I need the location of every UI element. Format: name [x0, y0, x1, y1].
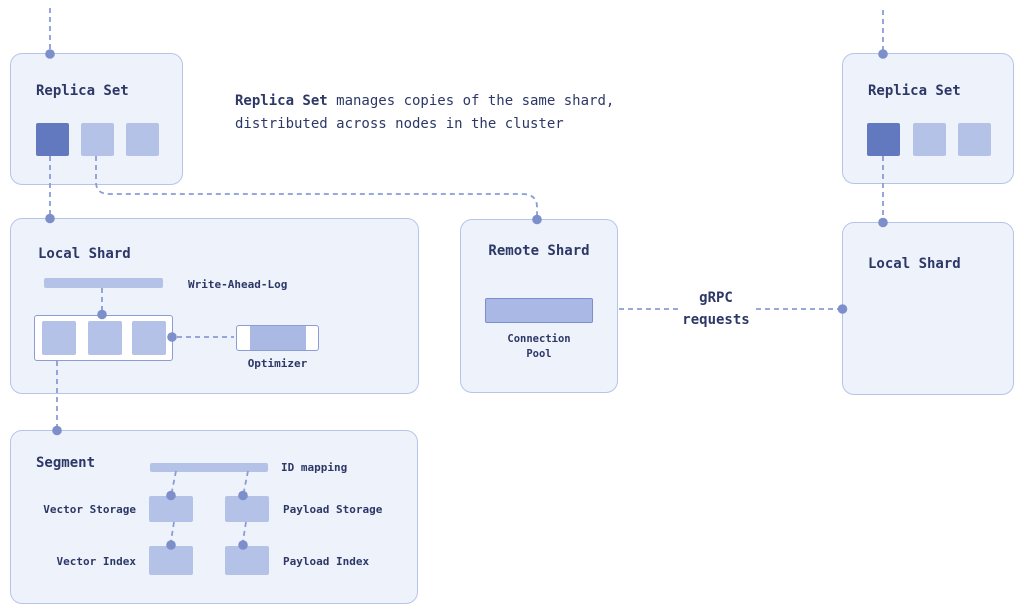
vector-index-box — [149, 546, 193, 575]
connection-pool-label: Connection Pool — [461, 332, 617, 362]
grpc-requests-label: gRPC requests — [646, 287, 786, 331]
vector-index-label: Vector Index — [56, 555, 136, 568]
connection-pool-bar — [485, 298, 593, 323]
id-mapping-label: ID mapping — [281, 461, 348, 474]
remote-shard-panel: Remote Shard Connection Pool — [460, 219, 618, 393]
replica-copy-square — [913, 123, 946, 156]
segment-square — [88, 321, 122, 355]
replica-set-right-title: Replica Set — [868, 83, 961, 99]
annotation-line-1: Replica Set manages copies of the same s… — [235, 90, 614, 113]
replica-copy-square — [126, 123, 159, 156]
remote-shard-title: Remote Shard — [488, 243, 590, 259]
vector-storage-label: Vector Storage — [43, 503, 136, 516]
replica-set-right-panel: Replica Set — [842, 53, 1014, 184]
wal-label: Write-Ahead-Log — [188, 278, 288, 291]
replica-set-annotation: Replica Set manages copies of the same s… — [235, 90, 614, 135]
replica-primary-square — [36, 123, 69, 156]
payload-index-box — [225, 546, 269, 575]
segment-panel: Segment ID mapping Vector Storage Payloa… — [10, 430, 418, 604]
payload-storage-label: Payload Storage — [283, 503, 383, 516]
local-shard-right-title: Local Shard — [868, 256, 961, 272]
segment-square — [132, 321, 166, 355]
id-mapping-bar — [150, 463, 268, 472]
replica-primary-square — [867, 123, 900, 156]
local-shard-right-panel: Local Shard — [842, 222, 1014, 395]
segment-square — [42, 321, 76, 355]
local-shard-left-panel: Local Shard Write-Ahead-Log Optimizer — [10, 218, 419, 394]
optimizer-label: Optimizer — [247, 357, 308, 370]
local-shard-left-title: Local Shard — [38, 246, 131, 262]
replica-set-left-panel: Replica Set — [10, 53, 183, 185]
annotation-bold: Replica Set — [235, 93, 328, 109]
vector-storage-box — [149, 496, 193, 522]
annotation-line-2: distributed across nodes in the cluster — [235, 115, 564, 132]
connection-pool-label-line2: Pool — [526, 348, 552, 360]
wal-bar — [44, 278, 163, 288]
replica-copy-square — [958, 123, 991, 156]
segment-title: Segment — [36, 455, 96, 471]
grpc-label-line2: requests — [682, 312, 750, 328]
optimizer-band — [250, 326, 306, 350]
replica-copy-square — [81, 123, 114, 156]
grpc-label-line1: gRPC — [699, 290, 733, 306]
payload-index-label: Payload Index — [283, 555, 370, 568]
annotation-rest: manages copies of the same shard, — [327, 93, 615, 109]
optimizer-box — [236, 325, 319, 351]
segments-container — [34, 315, 173, 361]
replica-set-left-title: Replica Set — [36, 83, 129, 99]
connection-pool-label-line1: Connection — [507, 333, 571, 345]
payload-storage-box — [225, 496, 269, 522]
